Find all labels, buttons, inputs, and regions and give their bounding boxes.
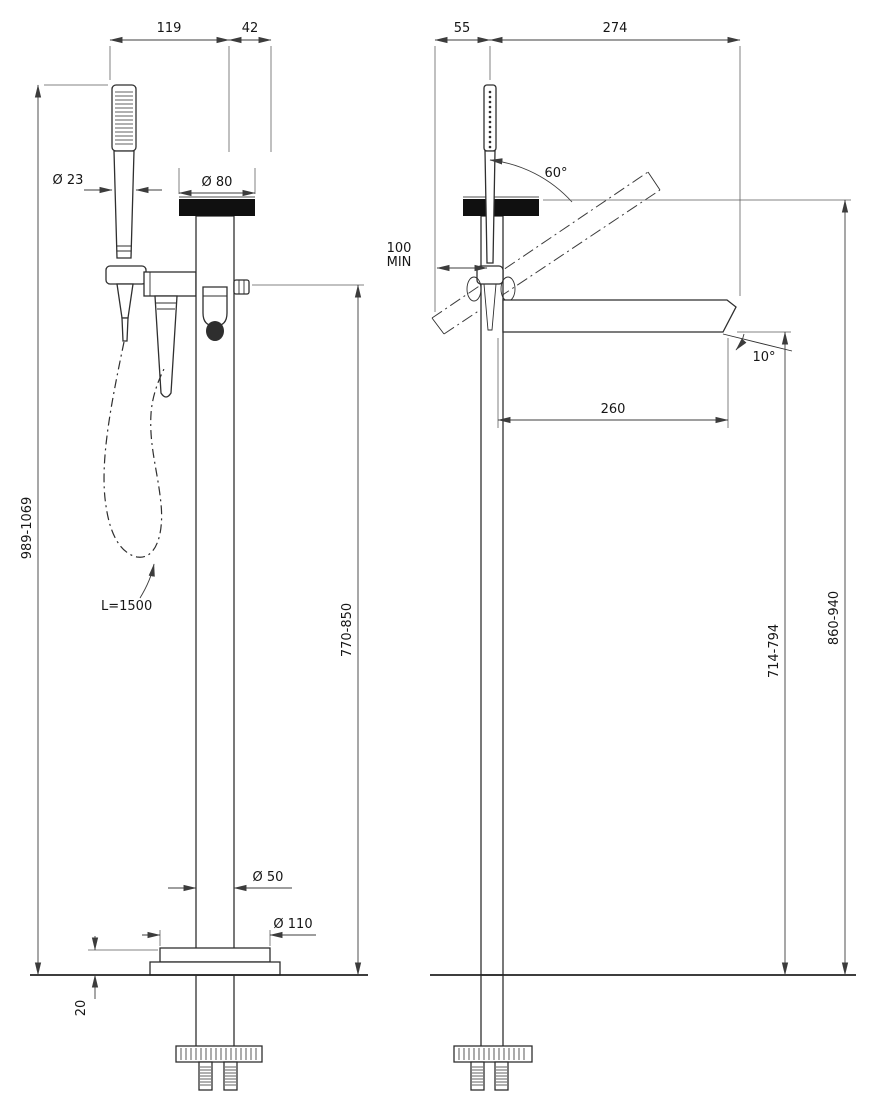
side-handshower-beads [488, 90, 492, 149]
front-flange-knurling [180, 1048, 257, 1060]
side-lever-lobe-left [466, 276, 482, 302]
side-handshower-handle [484, 150, 496, 264]
handshower-holder [105, 265, 147, 285]
front-dim-base-height: 20 [74, 936, 158, 1016]
side-holder [476, 265, 504, 285]
front-underfloor-pipe [195, 975, 235, 1046]
handshower-handle [113, 150, 135, 259]
side-swivel-phantom [431, 171, 661, 335]
front-lever-detail [156, 302, 176, 310]
side-hose-cone [483, 283, 497, 331]
side-dim-spout-height: 714-794 [737, 331, 791, 976]
front-dim-column-diameter-label: Ø 50 [253, 870, 284, 885]
front-dim-offset-label: 119 [157, 21, 182, 36]
side-nipple-threads [472, 1066, 507, 1086]
front-dim-overall-height: 989-1069 [20, 84, 108, 976]
side-dim-spout-height-label: 714-794 [767, 624, 782, 678]
front-hand-shower [105, 84, 147, 342]
front-diverter-detail [238, 280, 245, 294]
front-dim-base-diameter-label: Ø 110 [273, 917, 312, 932]
side-dim-spout-length-label: 260 [601, 402, 626, 417]
front-top-dimensions: 119 42 [109, 21, 272, 152]
side-dim-clearance-unit-label: MIN [387, 255, 412, 270]
front-base-disc [159, 947, 271, 963]
side-view: 55 274 60° 100 MIN 260 10° [387, 21, 856, 1091]
front-dim-hose-length: L=1500 [101, 563, 155, 614]
side-dim-overall-height: 860-940 [543, 199, 851, 976]
side-dim-swivel-angle-label: 60° [544, 166, 567, 181]
side-dim-tilt-angle: 10° [722, 333, 793, 365]
front-dim-spout-height: 770-850 [252, 284, 364, 976]
side-underfloor [453, 975, 533, 1091]
side-dim-swivel-angle: 60° [489, 158, 573, 203]
side-top-cap [463, 199, 539, 216]
side-spout [502, 299, 737, 333]
front-dim-handshower-diameter: Ø 23 [53, 173, 162, 194]
front-dim-column-diameter: Ø 50 [168, 870, 292, 892]
side-underfloor-pipe [480, 975, 504, 1046]
front-spout-mouth [206, 321, 224, 341]
side-dim-spout-reach-label: 274 [603, 21, 628, 36]
side-top-dimensions: 55 274 [434, 21, 741, 312]
side-underfloor-flange [453, 1045, 533, 1063]
front-underfloor [175, 975, 263, 1091]
front-shower-hose [103, 341, 165, 558]
front-lever-handle [154, 295, 178, 398]
front-base-plate [149, 961, 281, 976]
front-bracket-arm [143, 271, 197, 297]
front-dim-spout-height-label: 770-850 [340, 603, 355, 657]
front-dim-reach-label: 42 [242, 21, 259, 36]
handshower-spray-lines [115, 91, 133, 145]
front-dim-overall-height-label: 989-1069 [20, 497, 35, 560]
side-dim-spout-length: 260 [497, 338, 729, 428]
handshower-hose-cone [116, 283, 134, 319]
handshower-handle-detail [117, 245, 131, 252]
front-top-cap [179, 199, 255, 216]
front-underfloor-flange [175, 1045, 263, 1063]
front-base [149, 947, 281, 976]
side-dim-overall-height-label: 860-940 [827, 591, 842, 645]
front-column-body [195, 215, 235, 976]
side-dim-tilt-angle-label: 10° [752, 350, 775, 365]
side-dim-clearance: 100 MIN [387, 241, 488, 272]
front-dim-hose-length-label: L=1500 [101, 599, 152, 614]
front-dim-cap-diameter-label: Ø 80 [202, 175, 233, 190]
front-dim-base-height-label: 20 [74, 1000, 89, 1017]
front-view: 119 42 Ø 23 Ø 80 989-1069 770-850 [20, 21, 368, 1091]
side-dim-handshower-offset-label: 55 [454, 21, 471, 36]
front-dim-base-diameter: Ø 110 [142, 917, 316, 946]
handshower-hose-nipple [121, 317, 129, 342]
side-hand-shower [466, 84, 516, 331]
front-dim-handshower-diameter-label: Ø 23 [53, 173, 84, 188]
front-column [179, 196, 255, 976]
side-flange-knurling [458, 1048, 525, 1060]
front-diverter-knob [233, 279, 250, 295]
front-dim-cap-diameter: Ø 80 [178, 168, 256, 197]
handshower-head [111, 84, 137, 152]
side-dim-clearance-value-label: 100 [387, 241, 412, 256]
front-nipple-threads [200, 1066, 236, 1086]
front-spout-body [202, 286, 228, 327]
